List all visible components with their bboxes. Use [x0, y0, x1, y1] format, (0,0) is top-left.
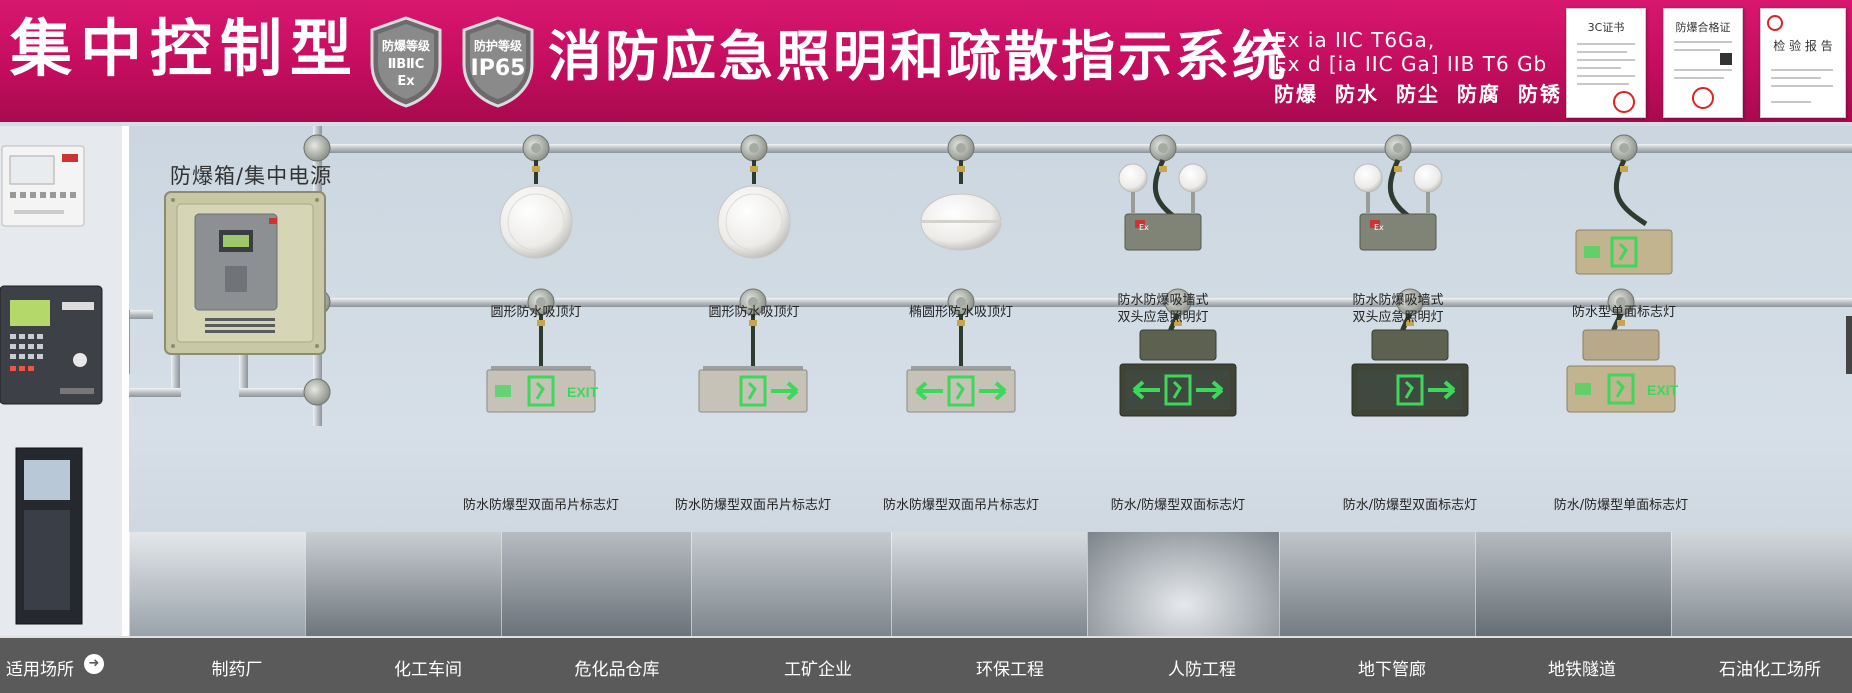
- photo-mining: [691, 532, 892, 636]
- bottom-lamp-label: 防水防爆型双面吊片标志灯: [674, 498, 832, 513]
- qr-code-icon: [1720, 53, 1732, 65]
- place-item[interactable]: 工矿企业: [784, 660, 852, 680]
- application-label: 适用场所: [6, 660, 74, 680]
- bottom-lamp-label: 防水防爆型双面吊片标志灯: [882, 498, 1040, 513]
- photo-warehouse: [501, 532, 692, 636]
- ex-mark: Ex: [1374, 223, 1384, 232]
- bottom-lamp-5: [1351, 288, 1469, 417]
- power-box: [164, 191, 326, 355]
- power-box-title: 防爆箱/集中电源: [170, 164, 333, 188]
- keypad-controller-device: [0, 285, 103, 405]
- bottom-lamp-label: 防水/防爆型双面标志灯: [1110, 498, 1246, 513]
- ex-mark: Ex: [1139, 223, 1149, 232]
- exit-text: EXIT: [567, 384, 599, 400]
- header-banner: 集中控制型 防爆等级 ⅡBⅡC Ex 防护等级 IP65 消防应急照明和疏散指示…: [0, 0, 1852, 122]
- top-lamp-label: 圆形防水吸顶灯: [490, 305, 582, 320]
- bottom-lamp-4: [1119, 288, 1237, 417]
- photo-petrochemical: [1671, 532, 1852, 636]
- ex-spec-line2: Ex d [ia IIC Ga] IIB T6 Gb: [1274, 52, 1548, 76]
- exit-text: EXIT: [1647, 382, 1679, 398]
- application-photo-strip: [129, 532, 1852, 636]
- place-item[interactable]: 化工车间: [394, 660, 462, 680]
- place-item[interactable]: 人防工程: [1168, 660, 1236, 680]
- power-cabinet-device: [15, 447, 83, 625]
- product-type-title: 集中控制型: [10, 12, 361, 85]
- system-title: 消防应急照明和疏散指示系统: [548, 25, 1289, 88]
- shield1-line1: 防爆等级: [381, 39, 430, 53]
- feature-item: 防腐: [1456, 82, 1501, 106]
- place-item[interactable]: 地下管廊: [1358, 660, 1426, 680]
- stamp-icon: [1692, 87, 1714, 109]
- top-lamp-1: [499, 134, 573, 259]
- bottom-lamp-label: 防水/防爆型双面标志灯: [1342, 498, 1478, 513]
- bottom-lamp-label: 防水/防爆型单面标志灯: [1553, 498, 1689, 513]
- ex-spec-line1: Ex ia IIC T6Ga,: [1274, 28, 1436, 52]
- photo-subway-tunnel: [1475, 532, 1672, 636]
- top-lamp-label: 防水防爆吸墙式 双头应急照明灯: [1352, 293, 1444, 325]
- feature-item: 防水: [1334, 82, 1379, 106]
- bottom-lamp-1: EXIT: [486, 288, 599, 413]
- cert-3c-image[interactable]: 3C证书: [1566, 8, 1646, 118]
- stamp-icon: [1767, 15, 1783, 31]
- cert-title: 3C证书: [1587, 21, 1625, 34]
- shield2-line1: 防护等级: [473, 39, 522, 53]
- bottom-lamp-6: EXIT: [1566, 288, 1679, 413]
- bottom-lamp-2: [698, 288, 808, 413]
- bottom-lamp-label: 防水防爆型双面吊片标志灯: [462, 498, 620, 513]
- feature-item: 防锈: [1517, 82, 1562, 106]
- place-item[interactable]: 危化品仓库: [574, 660, 660, 680]
- shield1-line3: Ex: [397, 74, 415, 89]
- place-item[interactable]: 制药厂: [211, 660, 263, 680]
- place-item[interactable]: 环保工程: [976, 660, 1044, 680]
- cert-explosion-proof-image[interactable]: 防爆合格证: [1663, 8, 1743, 118]
- top-lamp-label: 防水防爆吸墙式 双头应急照明灯: [1117, 293, 1209, 325]
- top-lamp-label: 圆形防水吸顶灯: [708, 305, 800, 320]
- bottom-lamp-3: [906, 288, 1016, 413]
- controller-devices: [0, 145, 103, 625]
- top-lamp-2: [717, 134, 791, 259]
- top-lamp-label: 防水型单面标志灯: [1571, 305, 1677, 320]
- stamp-icon: [1613, 91, 1635, 113]
- arrow-right-icon: ➜: [84, 654, 104, 674]
- feature-list: 防爆 防水 防尘 防腐 防锈: [1274, 78, 1562, 107]
- photo-chemical-workshop: [305, 532, 502, 636]
- top-lamp-5: Ex: [1353, 134, 1443, 251]
- ip-grade-shield-icon: 防护等级 IP65: [460, 16, 536, 108]
- shield1-line2: ⅡBⅡC: [387, 57, 425, 72]
- place-item[interactable]: 地铁隧道: [1548, 660, 1616, 680]
- feature-item: 防爆: [1274, 82, 1318, 106]
- photo-civil-defense: [1087, 532, 1280, 636]
- controller-column: [0, 126, 122, 636]
- scroll-handle[interactable]: [1846, 316, 1852, 374]
- photo-utility-tunnel: [1279, 532, 1476, 636]
- top-lamp-4: Ex: [1118, 134, 1208, 251]
- application-bar: 适用场所 ➜ 制药厂 化工车间 危化品仓库 工矿企业 环保工程 人防工程 地下管…: [0, 636, 1852, 693]
- panel-divider: [122, 126, 129, 636]
- photo-pharmaceutical: [129, 532, 306, 636]
- place-item[interactable]: 石油化工场所: [1719, 660, 1821, 680]
- top-lamp-label: 椭圆形防水吸顶灯: [908, 305, 1014, 320]
- cert-title: 检 验 报 告: [1773, 39, 1833, 53]
- feature-item: 防尘: [1395, 82, 1440, 106]
- photo-environmental: [891, 532, 1088, 636]
- top-lamp-3: [920, 134, 1002, 251]
- top-lamp-6: [1575, 134, 1673, 275]
- cert-title: 防爆合格证: [1675, 21, 1731, 34]
- cert-test-report-image[interactable]: 检 验 报 告: [1760, 8, 1846, 118]
- monitor-panel-device: [1, 145, 85, 227]
- shield2-line2: IP65: [470, 56, 526, 81]
- explosion-grade-shield-icon: 防爆等级 ⅡBⅡC Ex: [368, 16, 444, 108]
